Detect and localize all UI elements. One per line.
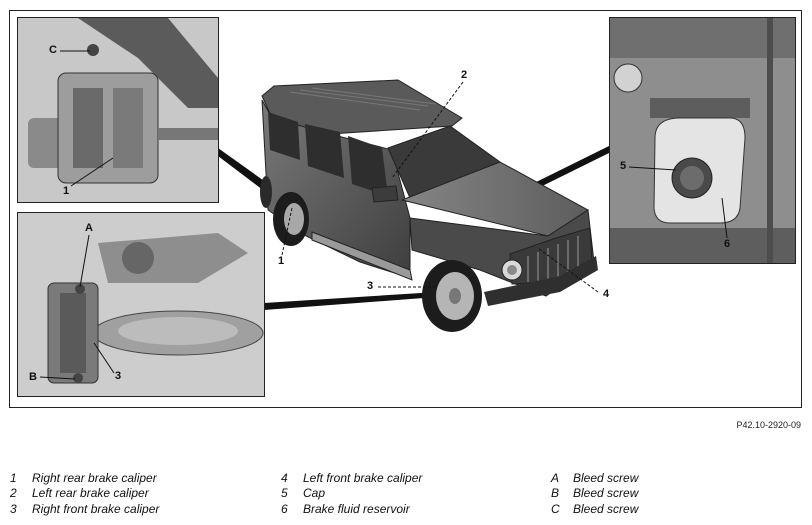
legend-text: Left rear brake caliper	[32, 486, 149, 500]
vehicle-illustration	[260, 79, 598, 332]
front-caliper-inset: A B 3	[17, 212, 265, 397]
front-inset-leaders	[39, 234, 115, 380]
legend-key: A	[551, 471, 560, 485]
legend-text: Bleed screw	[573, 502, 639, 516]
legend-text: Right rear brake caliper	[32, 471, 157, 485]
legend-item: B Bleed screw	[551, 485, 638, 501]
legend-item: 1 Right rear brake caliper	[10, 470, 157, 486]
legend-text: Bleed screw	[573, 471, 639, 485]
legend-key: C	[551, 502, 560, 516]
callout-5: 5	[620, 160, 627, 172]
legend-key: 6	[281, 502, 288, 516]
legend-key: 4	[281, 471, 288, 485]
engine-inset-connector	[518, 146, 609, 196]
legend-item: C Bleed screw	[551, 501, 638, 517]
front-inset-connector	[264, 292, 437, 310]
legend-item: 3 Right front brake caliper	[10, 501, 159, 517]
vehicle-callout-3: 3	[367, 280, 374, 292]
legend-item: 4 Left front brake caliper	[281, 470, 422, 486]
legend-text: Left front brake caliper	[303, 471, 423, 485]
legend-key: 5	[281, 486, 288, 500]
legend: 1 Right rear brake caliper 2 Left rear bra…	[0, 470, 812, 525]
callout-C: C	[49, 44, 57, 56]
legend-key: 2	[10, 486, 17, 500]
callout-B: B	[29, 371, 37, 383]
legend-item: 6 Brake fluid reservoir	[281, 501, 410, 517]
vehicle-callout-2: 2	[461, 69, 468, 81]
engine-bay-inset: 5 6	[609, 17, 796, 264]
rear-caliper-inset: C 1	[17, 17, 219, 203]
rear-inset-leaders	[60, 50, 114, 187]
callout-A: A	[85, 222, 93, 234]
vehicle-callout-1: 1	[278, 255, 285, 267]
legend-item: 2 Left rear brake caliper	[10, 485, 149, 501]
legend-item: A Bleed screw	[551, 470, 638, 486]
callout-1: 1	[63, 185, 70, 197]
legend-key: 3	[10, 502, 17, 516]
engine-inset-leaders	[628, 166, 728, 239]
legend-item: 5 Cap	[281, 485, 325, 501]
legend-key: B	[551, 486, 560, 500]
legend-text: Cap	[303, 486, 326, 500]
legend-text: Right front brake caliper	[32, 502, 160, 516]
vehicle-callout-4: 4	[603, 288, 610, 300]
callout-3: 3	[115, 370, 122, 382]
legend-text: Brake fluid reservoir	[303, 502, 410, 516]
legend-key: 1	[10, 471, 17, 485]
figure-reference: P42.10-2920-09	[736, 420, 801, 430]
callout-6: 6	[724, 238, 731, 250]
legend-text: Bleed screw	[573, 486, 639, 500]
